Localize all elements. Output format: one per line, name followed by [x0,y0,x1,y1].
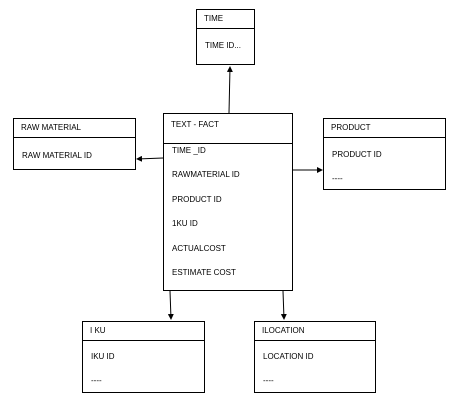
entity-time-title: TIME [197,10,254,29]
entity-fact-attr: TIME _ID [172,146,206,155]
entity-location-attr: LOCATION ID [263,352,314,361]
entity-iku-title: I KU [83,322,204,341]
entity-location-title: ILOCATION [255,322,375,341]
fact-to-iku-arrow [167,290,174,320]
entity-raw-material-attr: RAW MATERIAL ID [22,151,92,160]
entity-fact-attr: RAWMATERIAL ID [172,170,240,179]
entity-fact-attr: ESTIMATE COST [172,268,236,277]
entity-fact: TEXT - FACT TIME _ID RAWMATERIAL ID PROD… [163,113,293,291]
entity-product-attr: PRODUCT ID [332,150,382,159]
entity-iku-attr: ---- [91,376,102,385]
fact-to-raw-material-arrow [136,155,164,162]
entity-time-attr: TIME ID... [205,41,241,50]
entity-raw-material-title: RAW MATERIAL [14,119,135,138]
entity-fact-title: TEXT - FACT [164,114,292,144]
entity-time: TIME TIME ID... [196,9,255,65]
entity-iku-attr: IKU ID [91,352,115,361]
entity-fact-attr: ACTUALCOST [172,244,226,253]
entity-fact-attr: PRODUCT ID [172,195,222,204]
entity-location: ILOCATION LOCATION ID ---- [254,321,376,393]
entity-product-title: PRODUCT [324,119,445,138]
fact-to-time-arrow [226,66,233,114]
entity-raw-material: RAW MATERIAL RAW MATERIAL ID [13,118,136,170]
entity-location-attr: ---- [263,376,274,385]
fact-to-location-arrow [280,290,287,320]
entity-product-attr: ---- [332,174,343,183]
entity-product: PRODUCT PRODUCT ID ---- [323,118,446,190]
entity-fact-attr: 1KU ID [172,219,198,228]
entity-iku: I KU IKU ID ---- [82,321,205,393]
